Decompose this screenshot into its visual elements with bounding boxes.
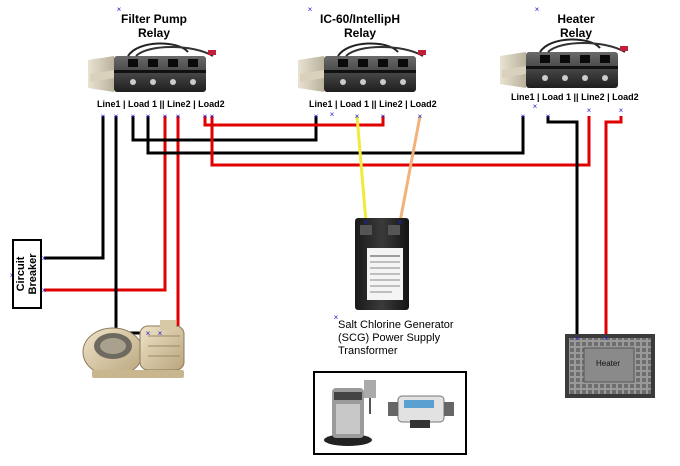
scg-label-line3: Transformer <box>338 345 398 358</box>
marker: × <box>117 5 122 14</box>
wire-heater-line1 <box>146 116 525 155</box>
marker: × <box>604 334 609 343</box>
marker: × <box>355 112 360 121</box>
marker: × <box>381 112 386 121</box>
marker: × <box>203 112 208 121</box>
marker: × <box>146 329 151 338</box>
transformer-image <box>355 218 409 310</box>
pump-image <box>82 320 185 378</box>
wire-scg-load2 <box>398 115 422 223</box>
marker: × <box>158 329 163 338</box>
filter-pump-title-line2: Relay <box>137 25 171 40</box>
wire-ic60-line1 <box>131 116 318 142</box>
marker: × <box>131 112 136 121</box>
filter-pump-terminals: Line1 | Load 1 || Line2 | Load2 <box>97 99 225 109</box>
marker: × <box>42 254 47 263</box>
wire-heater-load2 <box>604 116 623 338</box>
marker: × <box>398 218 403 227</box>
scg-photo-image <box>313 371 467 455</box>
wire-heater-load1 <box>546 116 579 338</box>
marker: × <box>210 112 215 121</box>
marker: × <box>42 286 47 295</box>
wires <box>44 115 623 338</box>
filter-pump-title-line1: Filter Pump <box>120 12 187 26</box>
heater-terminals: Line1 | Load 1 || Line2 | Load2 <box>511 92 639 102</box>
marker: × <box>176 112 181 121</box>
connection-markers: × × × × × × × × × × × × × × × × × × × × … <box>10 5 624 343</box>
circuit-breaker-box: Circuit Breaker <box>12 239 42 309</box>
marker: × <box>114 112 119 121</box>
heater-title-line2: Relay <box>559 25 593 40</box>
wire-pump-load1 <box>114 116 148 335</box>
wire-heater-line2 <box>210 116 591 167</box>
marker: × <box>546 112 551 121</box>
marker: × <box>334 313 339 322</box>
marker: × <box>364 218 369 227</box>
marker: × <box>314 112 319 121</box>
marker: × <box>146 112 151 121</box>
wire-breaker-neutral <box>44 116 105 260</box>
ic60-terminals: Line1 | Load 1 || Line2 | Load2 <box>309 99 437 109</box>
heater-title-line1: Heater <box>557 12 595 26</box>
heater-label: Heater <box>595 359 620 368</box>
relay-heater-image <box>500 38 628 88</box>
ic60-relay-title: IC-60/IntellipH Relay <box>300 12 420 41</box>
ic60-title-line1: IC-60/IntellipH <box>319 12 400 26</box>
heater-image <box>565 334 655 398</box>
marker: × <box>330 110 335 119</box>
filter-pump-relay-title: Filter Pump Relay <box>104 12 204 41</box>
wire-pump-load2 <box>160 116 180 335</box>
marker: × <box>575 334 580 343</box>
marker: × <box>619 106 624 115</box>
circuit-breaker-line1: Circuit <box>14 256 27 292</box>
scg-transformer-label: Salt Chlorine Generator (SCG) Power Supp… <box>338 319 454 359</box>
marker: × <box>587 106 592 115</box>
marker: × <box>418 112 423 121</box>
marker: × <box>533 102 538 111</box>
circuit-breaker-label: Circuit Breaker <box>15 254 39 295</box>
wire-scg-load1 <box>355 115 368 223</box>
ic60-title-line2: Relay <box>343 25 377 40</box>
relay-filter-pump-image <box>88 42 216 92</box>
heater-relay-title: Heater Relay <box>536 12 616 41</box>
marker: × <box>521 112 526 121</box>
scg-label-line1: Salt Chlorine Generator <box>338 319 454 331</box>
marker: × <box>163 112 168 121</box>
wire-ic60-line2 <box>203 116 385 127</box>
scg-label-line2: (SCG) Power Supply <box>338 332 441 345</box>
circuit-breaker-line2: Breaker <box>27 253 39 295</box>
marker: × <box>308 5 313 14</box>
marker: × <box>101 112 106 121</box>
wire-breaker-hot <box>44 116 167 292</box>
relay-ic60-image <box>298 42 426 92</box>
marker: × <box>535 5 540 14</box>
